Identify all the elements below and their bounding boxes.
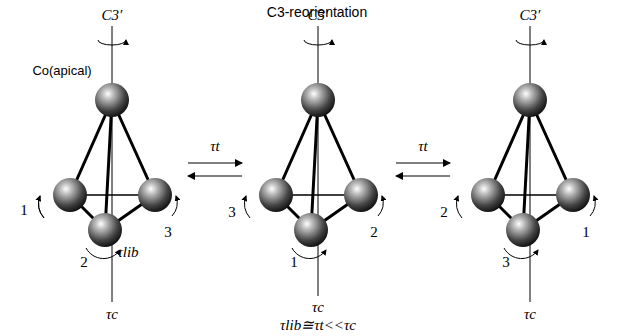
callout-number: 2 xyxy=(440,205,448,220)
rate-label: τt xyxy=(210,139,220,154)
rate-relation: τlib≅τt<<τc xyxy=(280,318,356,333)
callout-number: 2 xyxy=(80,255,88,270)
callout-number: 3 xyxy=(502,255,510,270)
axis-label: τc xyxy=(312,300,324,315)
axis-label: C3′ xyxy=(308,8,329,23)
callout-number: 3 xyxy=(164,225,172,240)
callout-number: 1 xyxy=(290,255,298,270)
callout-number: 1 xyxy=(20,203,28,218)
axis-label: C3′ xyxy=(102,8,123,23)
axis-label: C3′ xyxy=(520,8,541,23)
callout-number: 3 xyxy=(228,205,236,220)
axis-label: τc xyxy=(524,307,536,322)
callout-number: 1 xyxy=(582,225,590,240)
rate-label: τt xyxy=(418,139,428,154)
rate-label: τlib xyxy=(117,245,138,260)
axis-label: τc xyxy=(106,307,118,322)
atom-label: Co(apical) xyxy=(32,64,91,77)
callout-number: 2 xyxy=(370,225,378,240)
